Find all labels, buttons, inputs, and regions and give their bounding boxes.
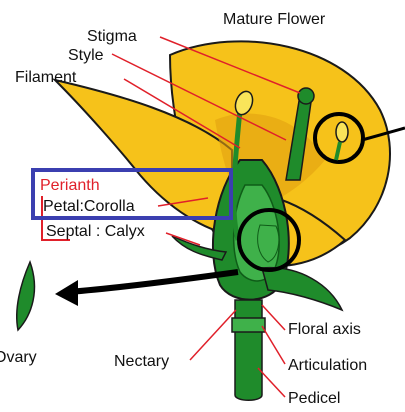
arrow-head bbox=[55, 280, 78, 306]
pedicel-stem bbox=[235, 300, 262, 400]
label-nectary: Nectary bbox=[114, 353, 169, 370]
label-floral-axis: Floral axis bbox=[288, 321, 361, 338]
stigma-head bbox=[298, 88, 314, 104]
anther-zoom bbox=[336, 122, 348, 142]
label-perianth: Perianth bbox=[40, 177, 100, 194]
label-style: Style bbox=[68, 47, 104, 64]
ovary-detached bbox=[17, 262, 35, 330]
articulation-band bbox=[232, 318, 265, 332]
label-petal: Petal:Corolla bbox=[43, 198, 135, 215]
label-septal: Septal : Calyx bbox=[46, 223, 145, 240]
label-filament: Filament bbox=[15, 69, 77, 86]
label-ovary: Ovary bbox=[0, 349, 37, 366]
label-pedicel: Pedicel bbox=[288, 390, 340, 407]
title-mature-flower: Mature Flower bbox=[223, 11, 326, 28]
arrow-shaft bbox=[68, 272, 238, 292]
label-articulation: Articulation bbox=[288, 357, 367, 374]
leader-articulation bbox=[262, 326, 285, 364]
leader-nectary bbox=[190, 310, 236, 360]
sepal-right bbox=[262, 268, 342, 310]
label-stigma: Stigma bbox=[87, 28, 137, 45]
